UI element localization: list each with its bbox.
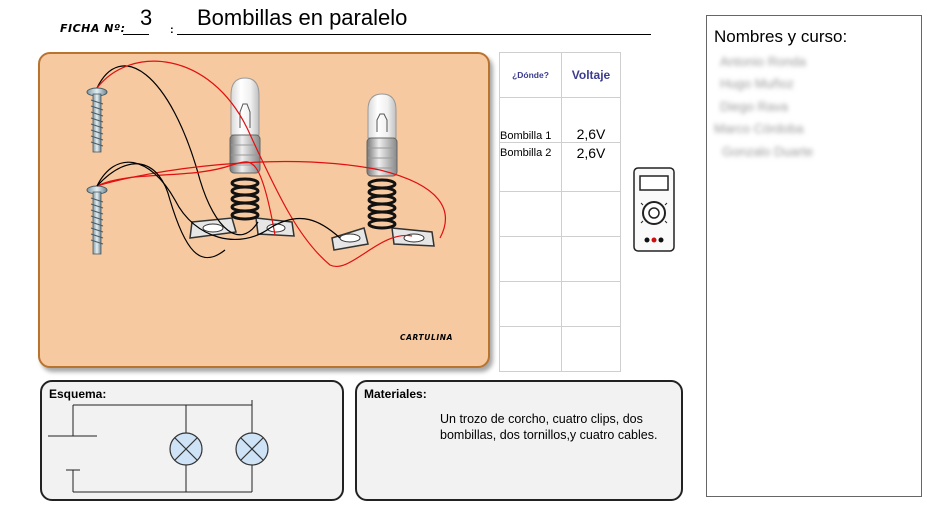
board-label: CARTULINA: [400, 333, 454, 342]
cell-voltage: 2,6V: [561, 97, 621, 143]
table-row: Bombilla 2 2,6V: [499, 142, 621, 192]
ficha-title-line: [177, 34, 651, 35]
materiales-text: Un trozo de corcho, cuatro clips, dos bo…: [440, 412, 658, 442]
cell-voltage: 2,6V: [561, 142, 621, 192]
wires: [96, 60, 446, 268]
name-entry-3: Diego Rava: [720, 99, 788, 114]
names-box: [706, 15, 922, 497]
bulb-2: [366, 93, 398, 177]
cell-place: [499, 191, 562, 237]
cork-board: [38, 52, 490, 368]
cell-place: [499, 326, 562, 372]
ficha-colon: :: [170, 24, 174, 36]
cell-voltage: [561, 281, 621, 327]
names-title: Nombres y curso:: [714, 27, 848, 46]
cell-voltage: [561, 191, 621, 237]
table-row: [499, 236, 621, 282]
bulb-holder-1: [189, 177, 295, 239]
materiales-title: Materiales:: [364, 387, 427, 401]
table-row: [499, 326, 621, 372]
table-row: Bombilla 1 2,6V: [499, 97, 621, 143]
bulb-holder-2: [331, 178, 435, 251]
sheet-number: 3: [140, 5, 153, 30]
cell-voltage: [561, 236, 621, 282]
name-entry-2: Hugo Muñoz: [720, 76, 794, 91]
col-header-donde: ¿Dónde?: [499, 52, 562, 98]
table-row: [499, 281, 621, 327]
ficha-label: FICHA Nº:: [60, 22, 126, 35]
cell-place: [499, 281, 562, 327]
name-entry-5: Gonzalo Duarte: [722, 144, 814, 159]
cell-place: Bombilla 2: [499, 142, 562, 192]
voltage-table: ¿Dónde? Voltaje Bombilla 1 2,6V Bombilla…: [499, 52, 621, 372]
multimeter-icon: [633, 167, 675, 252]
esquema-title: Esquema:: [49, 387, 107, 401]
name-entry-1: Antonio Ronda: [720, 54, 807, 69]
col-header-voltaje: Voltaje: [561, 52, 621, 98]
cell-voltage: [561, 326, 621, 372]
ficha-number-line: [123, 34, 149, 35]
screw-1: [86, 87, 108, 153]
screw-2: [86, 185, 108, 255]
name-entry-4: Marco Córdoba: [714, 121, 804, 136]
cell-place: [499, 236, 562, 282]
materiales-panel: [355, 380, 683, 501]
page-title: Bombillas en paralelo: [197, 5, 408, 30]
table-row: [499, 191, 621, 237]
bulb-1: [229, 77, 261, 174]
cell-place: Bombilla 1: [499, 97, 562, 143]
